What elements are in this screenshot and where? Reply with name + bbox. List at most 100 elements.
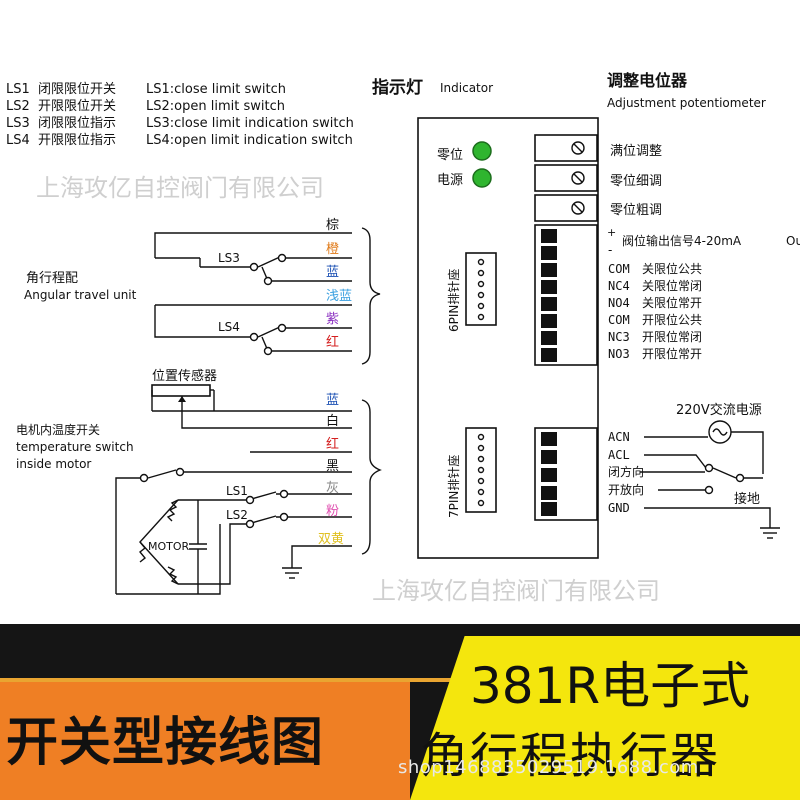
wire-color-label: 红	[326, 334, 339, 350]
legend-code: LS1	[6, 82, 30, 97]
wire-color-label: 黑	[326, 459, 339, 474]
potentiometers	[534, 134, 598, 222]
output-code: NC3	[608, 330, 630, 344]
output-desc: 关限位常闭	[642, 278, 702, 293]
watermark: 上海攻亿自控阀门有限公司	[36, 174, 324, 202]
led-power-label: 电源	[437, 173, 463, 188]
header-6pin-label: 6PIN排针座	[446, 269, 461, 332]
ls1-label: LS1	[226, 484, 248, 498]
wire-color-label: 灰	[326, 481, 339, 496]
output-desc: 开限位常开	[642, 346, 702, 361]
wire-color-label: 浅蓝	[326, 289, 352, 304]
zero-led-icon	[472, 141, 492, 161]
ls3-circuit: LS3	[154, 232, 352, 306]
wire-color-label: 白	[326, 413, 339, 429]
indicator-heading-en: Indicator	[440, 81, 493, 95]
shop-url: shop1468835029519.1688.com	[398, 757, 699, 778]
power-row-label: 闭方向	[608, 464, 644, 479]
wire-color-label: 紫	[326, 312, 339, 327]
temp-switch-label-en: inside motor	[16, 457, 91, 471]
motor-circuit: MOTOR LS1 LS2	[115, 467, 352, 595]
wire-color-label: 蓝	[326, 265, 339, 280]
output-desc: 开限位常闭	[642, 329, 702, 344]
wiring-diagram: LS1 闭限限位开关 LS1:close limit switch LS2 开限…	[6, 71, 800, 605]
power-wiring	[640, 420, 780, 539]
output-code: NO3	[608, 347, 630, 361]
legend-en: LS4:open limit indication switch	[146, 133, 353, 148]
ls4-label: LS4	[218, 320, 240, 334]
angular-unit-label-en: Angular travel unit	[24, 288, 137, 302]
legend-code: LS2	[6, 99, 30, 114]
ls4-circuit: LS4	[154, 305, 352, 356]
output-signal-tail: Ou	[786, 234, 800, 248]
output-code: COM	[608, 262, 630, 276]
power-row-label: GND	[608, 501, 630, 515]
banner-left-title: 开关型接线图	[6, 713, 325, 773]
output-code: COM	[608, 313, 630, 327]
power-title: 220V交流电源	[676, 402, 762, 418]
power-row-label: ACL	[608, 448, 630, 462]
legend-cn: 闭限限位指示	[38, 116, 116, 131]
wire-color-label: 红	[326, 436, 339, 452]
header-7pin	[465, 427, 497, 513]
output-code: NC4	[608, 279, 630, 293]
legend-cn: 开限限位指示	[38, 133, 116, 148]
legend-en: LS2:open limit switch	[146, 99, 285, 114]
power-terminals	[541, 432, 557, 516]
legend-cn: 开限限位开关	[38, 99, 116, 114]
legend-en: LS3:close limit indication switch	[146, 116, 354, 131]
wire-color-label: 双黄	[318, 532, 344, 547]
power-rows: ACN ACL 闭方向 开放向 GND	[608, 430, 644, 515]
legend-cn: 闭限限位开关	[38, 82, 116, 97]
wire-color-label: 粉	[326, 504, 339, 519]
indicator-heading: 指示灯	[372, 77, 423, 98]
output-desc: 开限位公共	[642, 312, 702, 327]
potentiometer-heading-en: Adjustment potentiometer	[607, 96, 766, 110]
banner-right-panel	[410, 636, 800, 800]
output-plus: +	[607, 226, 616, 239]
power-row-label: 开放向	[608, 482, 644, 497]
output-rows: COM 关限位公共 NC4 关限位常闭 NO4 关限位常开 COM 开限位公共 …	[608, 261, 702, 361]
banner-product-model: 381R电子式	[470, 657, 751, 715]
ls2-label: LS2	[226, 508, 248, 522]
output-minus: -	[608, 243, 612, 257]
pot-label: 零位细调	[610, 174, 662, 189]
header-6pin-pins	[477, 258, 485, 321]
legend-code: LS4	[6, 133, 30, 148]
position-sensor	[151, 384, 352, 453]
banner-stripe	[0, 678, 800, 682]
motor-label: MOTOR	[148, 540, 190, 553]
angular-unit-label: 角行程配	[26, 271, 78, 286]
pot-screw-icon	[571, 141, 585, 215]
watermark: 上海攻亿自控阀门有限公司	[372, 577, 660, 605]
power-row-label: ACN	[608, 430, 630, 444]
power-led-icon	[472, 168, 492, 188]
header-7pin-label: 7PIN排针座	[446, 455, 461, 518]
wire-labels-lower: 蓝 白 红 黑 灰 粉 双黄	[318, 393, 344, 547]
legend: LS1 闭限限位开关 LS1:close limit switch LS2 开限…	[6, 82, 354, 148]
potentiometer-heading: 调整电位器	[607, 71, 688, 90]
legend-code: LS3	[6, 116, 30, 131]
output-desc: 关限位公共	[642, 261, 702, 276]
output-desc: 关限位常开	[642, 295, 702, 310]
pot-label: 满位调整	[610, 144, 662, 159]
banner-left-panel	[0, 682, 410, 800]
header-7pin-pins	[477, 433, 485, 507]
temp-switch-label: 电机内温度开关	[16, 422, 100, 437]
ls3-label: LS3	[218, 251, 240, 265]
led-zero-label: 零位	[437, 148, 463, 163]
output-code: NO4	[608, 296, 630, 310]
wire-color-label: 蓝	[326, 393, 339, 408]
wire-labels-upper: 棕 橙 蓝 浅蓝 紫 红	[326, 218, 352, 350]
banner-product-name: 角行程执行器	[420, 728, 721, 784]
pot-label: 零位粗调	[610, 203, 662, 218]
legend-en: LS1:close limit switch	[146, 82, 286, 97]
output-signal-label: 阀位输出信号4-20mA	[622, 233, 742, 248]
ground-label: 接地	[734, 491, 760, 507]
position-sensor-label: 位置传感器	[152, 368, 217, 384]
output-terminals	[541, 229, 557, 362]
wire-color-label: 棕	[326, 218, 339, 233]
temp-switch-label-en: temperature switch	[16, 440, 134, 454]
wire-bracket	[361, 399, 382, 555]
wire-bracket	[361, 227, 381, 365]
